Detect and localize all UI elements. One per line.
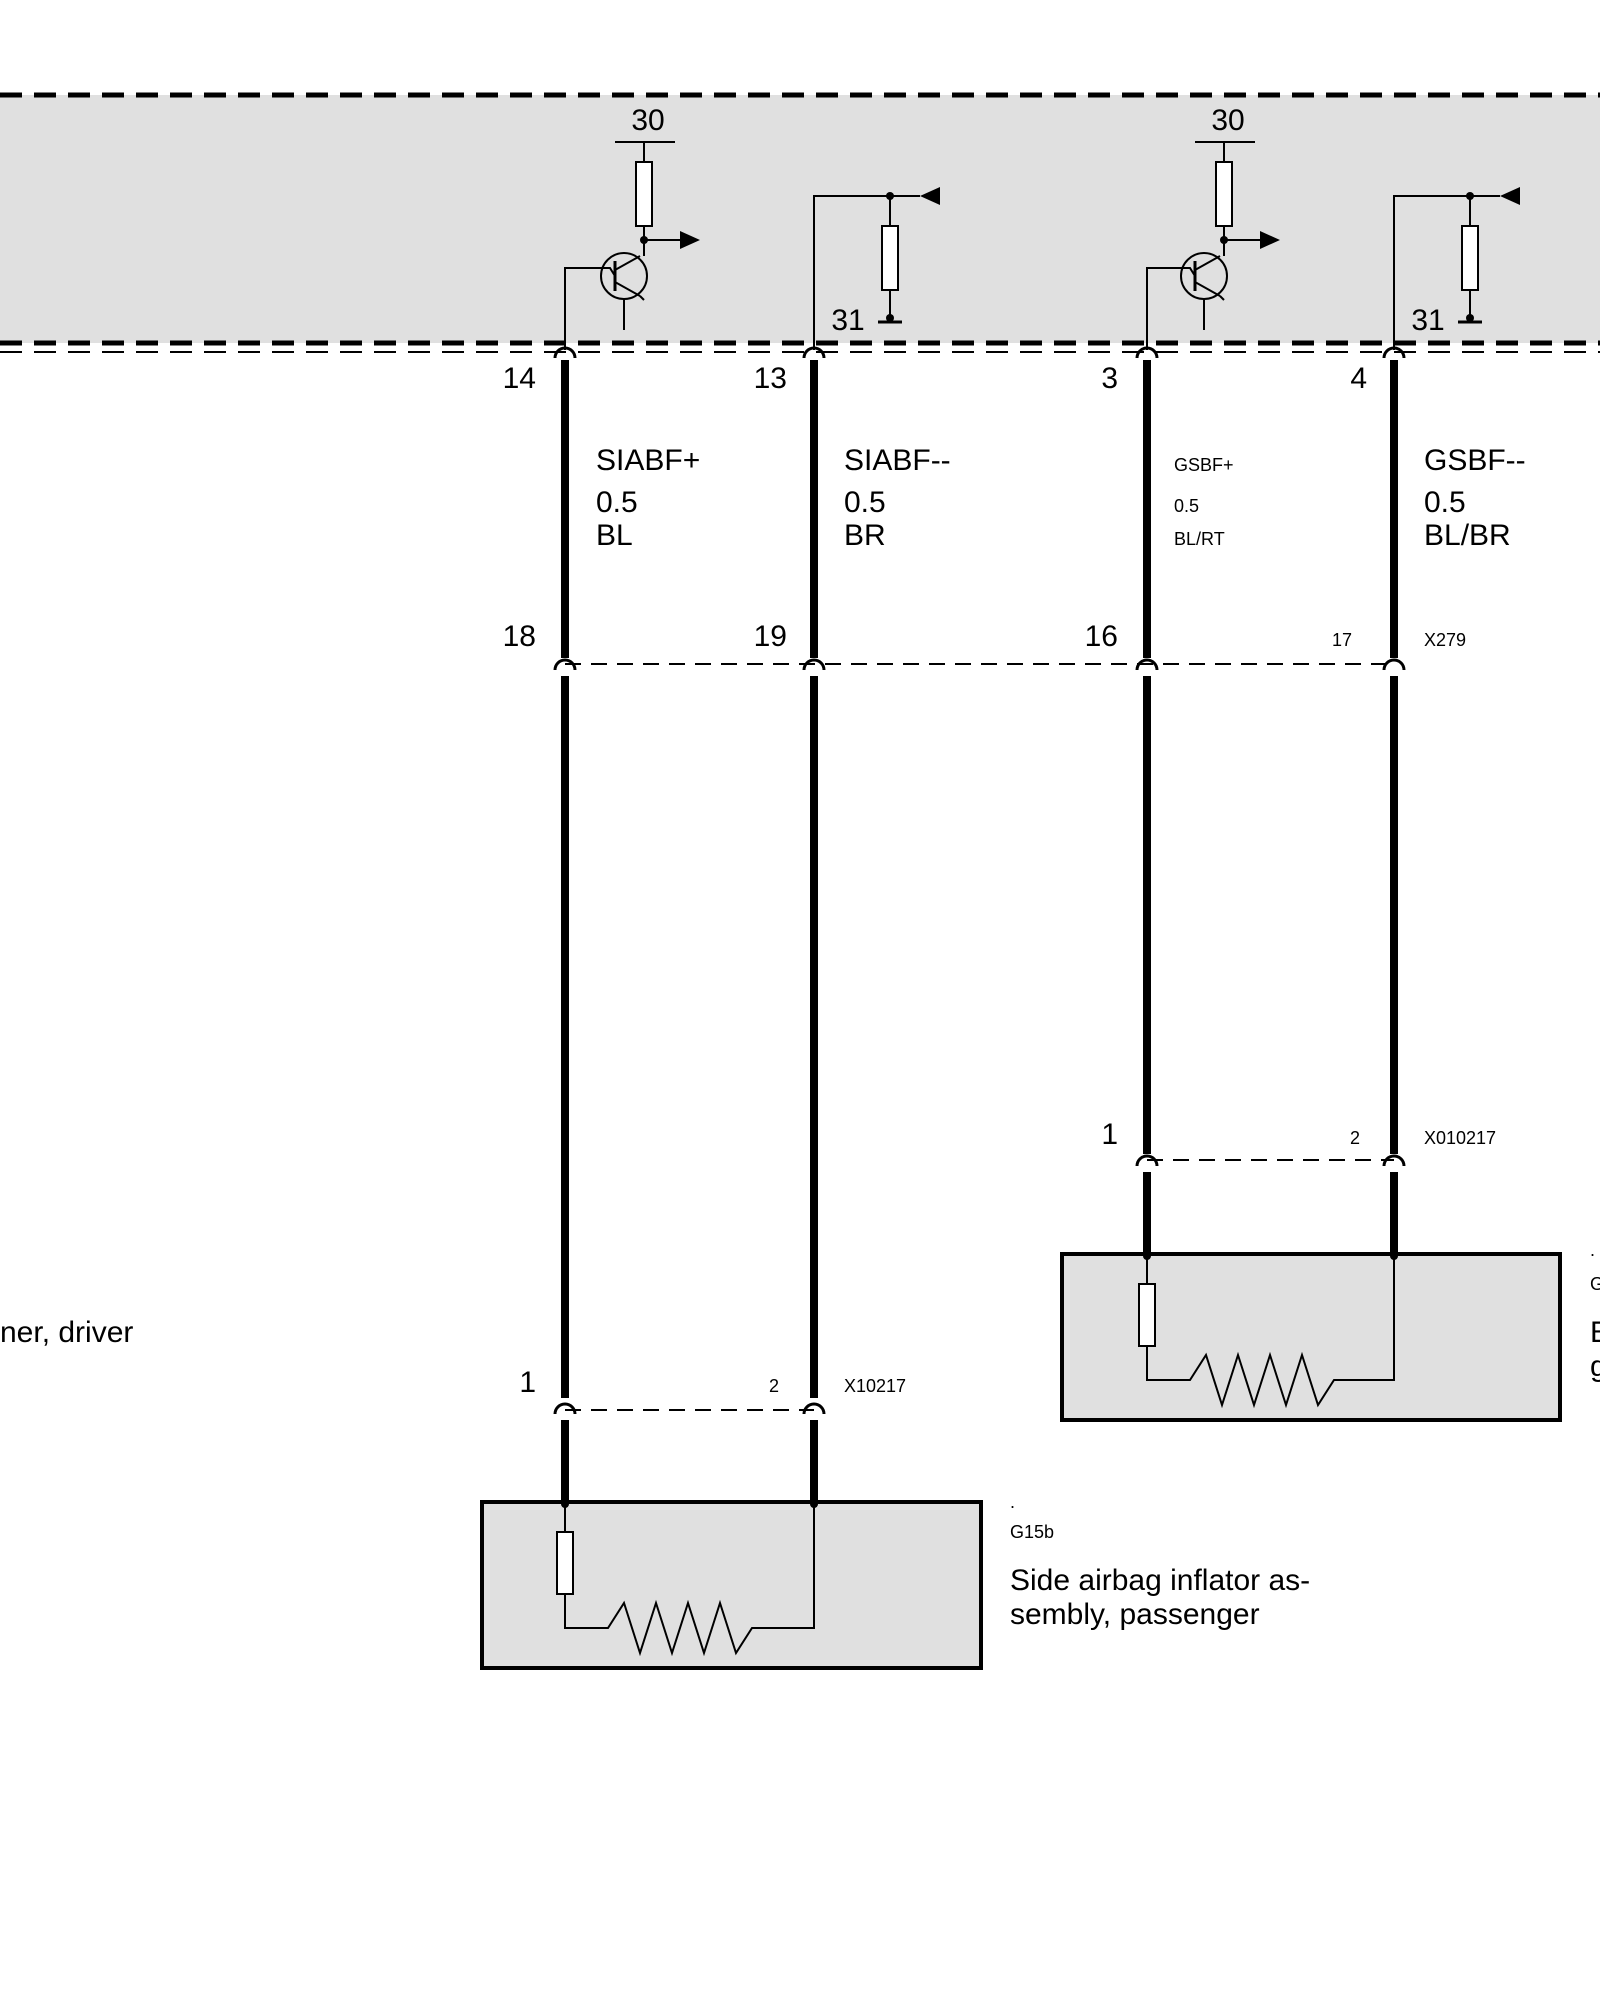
pin-cup-icon [1382, 658, 1406, 671]
ground-terminal-label: 31 [1411, 304, 1444, 337]
pin-cup-icon [1135, 346, 1159, 359]
pin-cup-icon [1135, 1154, 1159, 1167]
resistor-icon [881, 225, 899, 291]
wire-color: BL [596, 519, 633, 552]
connector-pin-number: 1 [519, 1366, 536, 1399]
pin-cup-icon [553, 346, 577, 359]
wire-color: BR [844, 519, 886, 552]
component-box [1060, 1252, 1562, 1422]
wire-label-gsbf-minus: GSBF-- 0.5 BL/BR [1424, 444, 1526, 552]
wire-label-gsbf-plus: GSBF+ 0.5 BL/RT [1174, 455, 1234, 549]
transistor-collector [614, 281, 641, 297]
connector-x010217: 1 2 X010217 [1101, 1118, 1496, 1167]
wire-label-siabf-minus: SIABF-- 0.5 BR [844, 444, 951, 552]
wire-gauge: 0.5 [1424, 486, 1466, 519]
output-stage-siabf-minus: 31 [813, 187, 940, 350]
connector-pin-number: 19 [754, 620, 787, 653]
component-description-partial: ner, driver [0, 1316, 133, 1349]
connector-pin-number: 2 [769, 1376, 779, 1396]
wire-color: BL/RT [1174, 529, 1225, 549]
connector-pin-number: 18 [503, 620, 536, 653]
pin-cup-icon [1382, 346, 1406, 359]
supply-terminal-label: 30 [1211, 104, 1244, 137]
connector-pin-number: 2 [1350, 1128, 1360, 1148]
wire-gauge: 0.5 [844, 486, 886, 519]
wire-label-siabf-plus: SIABF+ 0.5 BL [596, 444, 700, 552]
pin-cup-icon [1382, 1154, 1406, 1167]
pull-lead [813, 195, 890, 350]
component-dot: . [1010, 1492, 1015, 1512]
output-stage-gsbf-minus: 31 [1393, 187, 1520, 350]
connector-pin-number: 17 [1332, 630, 1352, 650]
transistor-collector [1194, 281, 1221, 297]
transistor-emitter [614, 255, 641, 271]
component-description: Side airbag inflator as- [1010, 1564, 1310, 1597]
module-background [0, 95, 1600, 343]
resistor-icon [1138, 1283, 1156, 1347]
wire-gauge: 0.5 [1174, 496, 1199, 516]
supply-terminal-label: 30 [631, 104, 664, 137]
pin-cup-icon [553, 1402, 577, 1415]
connector-x279: 18 19 16 17 X279 [503, 620, 1466, 671]
heating-element-icon [1146, 1256, 1395, 1409]
component-description: B [1590, 1316, 1600, 1349]
wire-gauge: 0.5 [596, 486, 638, 519]
wire-color: BL/BR [1424, 519, 1511, 552]
output-stage-gsbf-plus: 30 [1146, 104, 1280, 350]
pin-cup-icon [802, 1402, 826, 1415]
arrow-left-icon [920, 187, 940, 205]
component-g15b: . G15b Side airbag inflator as- sembly, … [480, 1492, 1310, 1670]
resistor-icon [1461, 225, 1479, 291]
wire-signal-name: GSBF+ [1174, 455, 1234, 475]
pin-cup-icon [802, 346, 826, 359]
connector-label: X10217 [844, 1376, 906, 1396]
arrow-left-icon [1500, 187, 1520, 205]
pin-cup-icon [802, 658, 826, 671]
arrow-right-icon [680, 231, 700, 249]
wire-signal-name: SIABF+ [596, 444, 700, 477]
connector-pin-number: 16 [1085, 620, 1118, 653]
component-code: G [1590, 1274, 1600, 1294]
resistor-icon [556, 1531, 574, 1595]
ground-terminal-label: 31 [831, 304, 864, 337]
arrow-right-icon [1260, 231, 1280, 249]
drive-lead [564, 267, 616, 350]
module-pin-number: 3 [1101, 362, 1118, 395]
heating-element-icon [564, 1504, 815, 1657]
module-pin-number: 4 [1350, 362, 1367, 395]
junction-dot [1466, 314, 1474, 322]
module-pin-number: 13 [754, 362, 787, 395]
connector-label: X279 [1424, 630, 1466, 650]
pull-lead [1393, 195, 1470, 350]
transistor-emitter [1194, 255, 1221, 271]
transistor-output [1219, 295, 1225, 301]
component-description: sembly, passenger [1010, 1598, 1260, 1631]
drive-lead [1146, 267, 1196, 350]
control-module: 30 31 [0, 92, 1600, 359]
component-code: G15b [1010, 1522, 1054, 1542]
wire-signal-name: SIABF-- [844, 444, 951, 477]
connector-x10217: 1 2 X10217 [519, 1366, 906, 1415]
module-pin-number: 14 [503, 362, 536, 395]
output-stage-siabf-plus: 30 [564, 104, 700, 350]
pin-cup-icon [553, 658, 577, 671]
junction-dot [886, 314, 894, 322]
pin-cup-icon [1135, 658, 1159, 671]
component-dot: . [1590, 1240, 1595, 1260]
component-description: g [1590, 1350, 1600, 1383]
connector-label: X010217 [1424, 1128, 1496, 1148]
resistor-icon [1215, 161, 1233, 227]
transistor-output [639, 295, 645, 301]
wire-signal-name: GSBF-- [1424, 444, 1526, 477]
component-right-airbag: . G B g [1060, 1240, 1600, 1422]
resistor-icon [635, 161, 653, 227]
connector-pin-number: 1 [1101, 1118, 1118, 1151]
